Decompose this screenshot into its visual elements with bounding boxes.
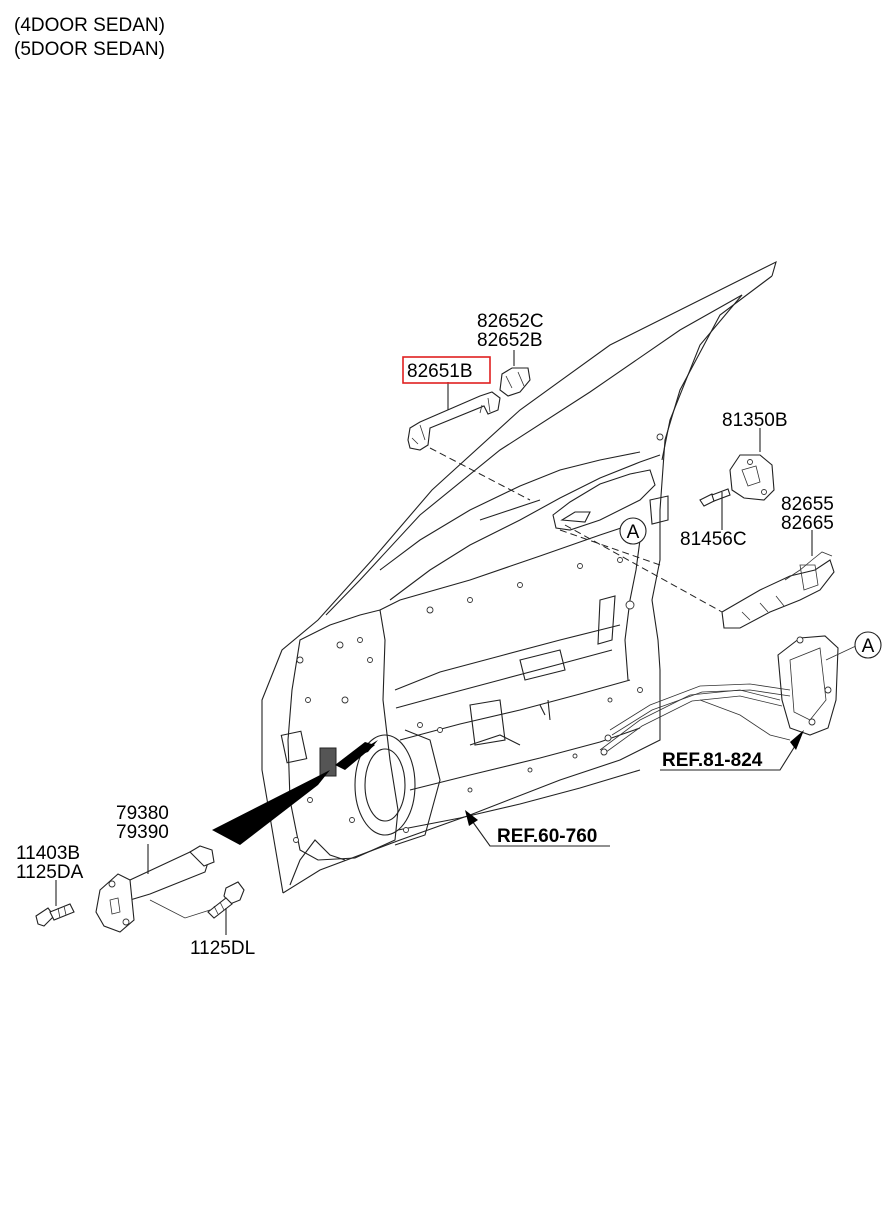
label-82665: 82665 — [781, 513, 834, 534]
label-79380: 79380 — [116, 803, 169, 824]
door-holes — [293, 433, 664, 843]
callout-a-right: A — [854, 631, 882, 659]
striker-part — [729, 454, 775, 501]
label-82655: 82655 — [781, 494, 834, 515]
label-11403b: 11403B — [16, 843, 80, 864]
label-81456c: 81456C — [680, 529, 747, 550]
label-79390: 79390 — [116, 822, 169, 843]
handle-cover-part — [499, 367, 531, 397]
model-header: (4DOOR SEDAN) (5DOOR SEDAN) — [14, 14, 165, 62]
model-line-4door: (4DOOR SEDAN) — [14, 15, 165, 36]
ref-81-824-label: REF.81-824 — [662, 750, 763, 771]
ref-81-arrow — [660, 730, 804, 771]
label-82652c: 82652C — [477, 311, 544, 332]
ref-60-arrow — [465, 810, 610, 847]
selected-part-highlight — [402, 356, 491, 384]
label-82652b: 82652B — [477, 330, 543, 351]
callout-a-left: A — [619, 517, 647, 545]
bolt-11403b-part — [35, 903, 75, 927]
label-81350b: 81350B — [722, 410, 788, 431]
door-shell — [261, 260, 777, 894]
ref-60-760-label: REF.60-760 — [497, 826, 597, 847]
label-82651b: 82651B — [407, 361, 473, 382]
outside-handle-part — [407, 391, 501, 451]
door-latch-part — [599, 635, 839, 756]
callout-a-left-label: A — [627, 522, 640, 543]
callout-a-right-label: A — [862, 636, 875, 657]
label-1125da: 1125DA — [16, 862, 84, 883]
bolt-1125dl-part — [207, 881, 245, 919]
inside-handle-part — [721, 551, 835, 629]
label-1125dl: 1125DL — [190, 938, 255, 959]
model-line-5door: (5DOOR SEDAN) — [14, 39, 165, 60]
screw-part — [699, 488, 731, 507]
door-check-part — [95, 845, 215, 933]
